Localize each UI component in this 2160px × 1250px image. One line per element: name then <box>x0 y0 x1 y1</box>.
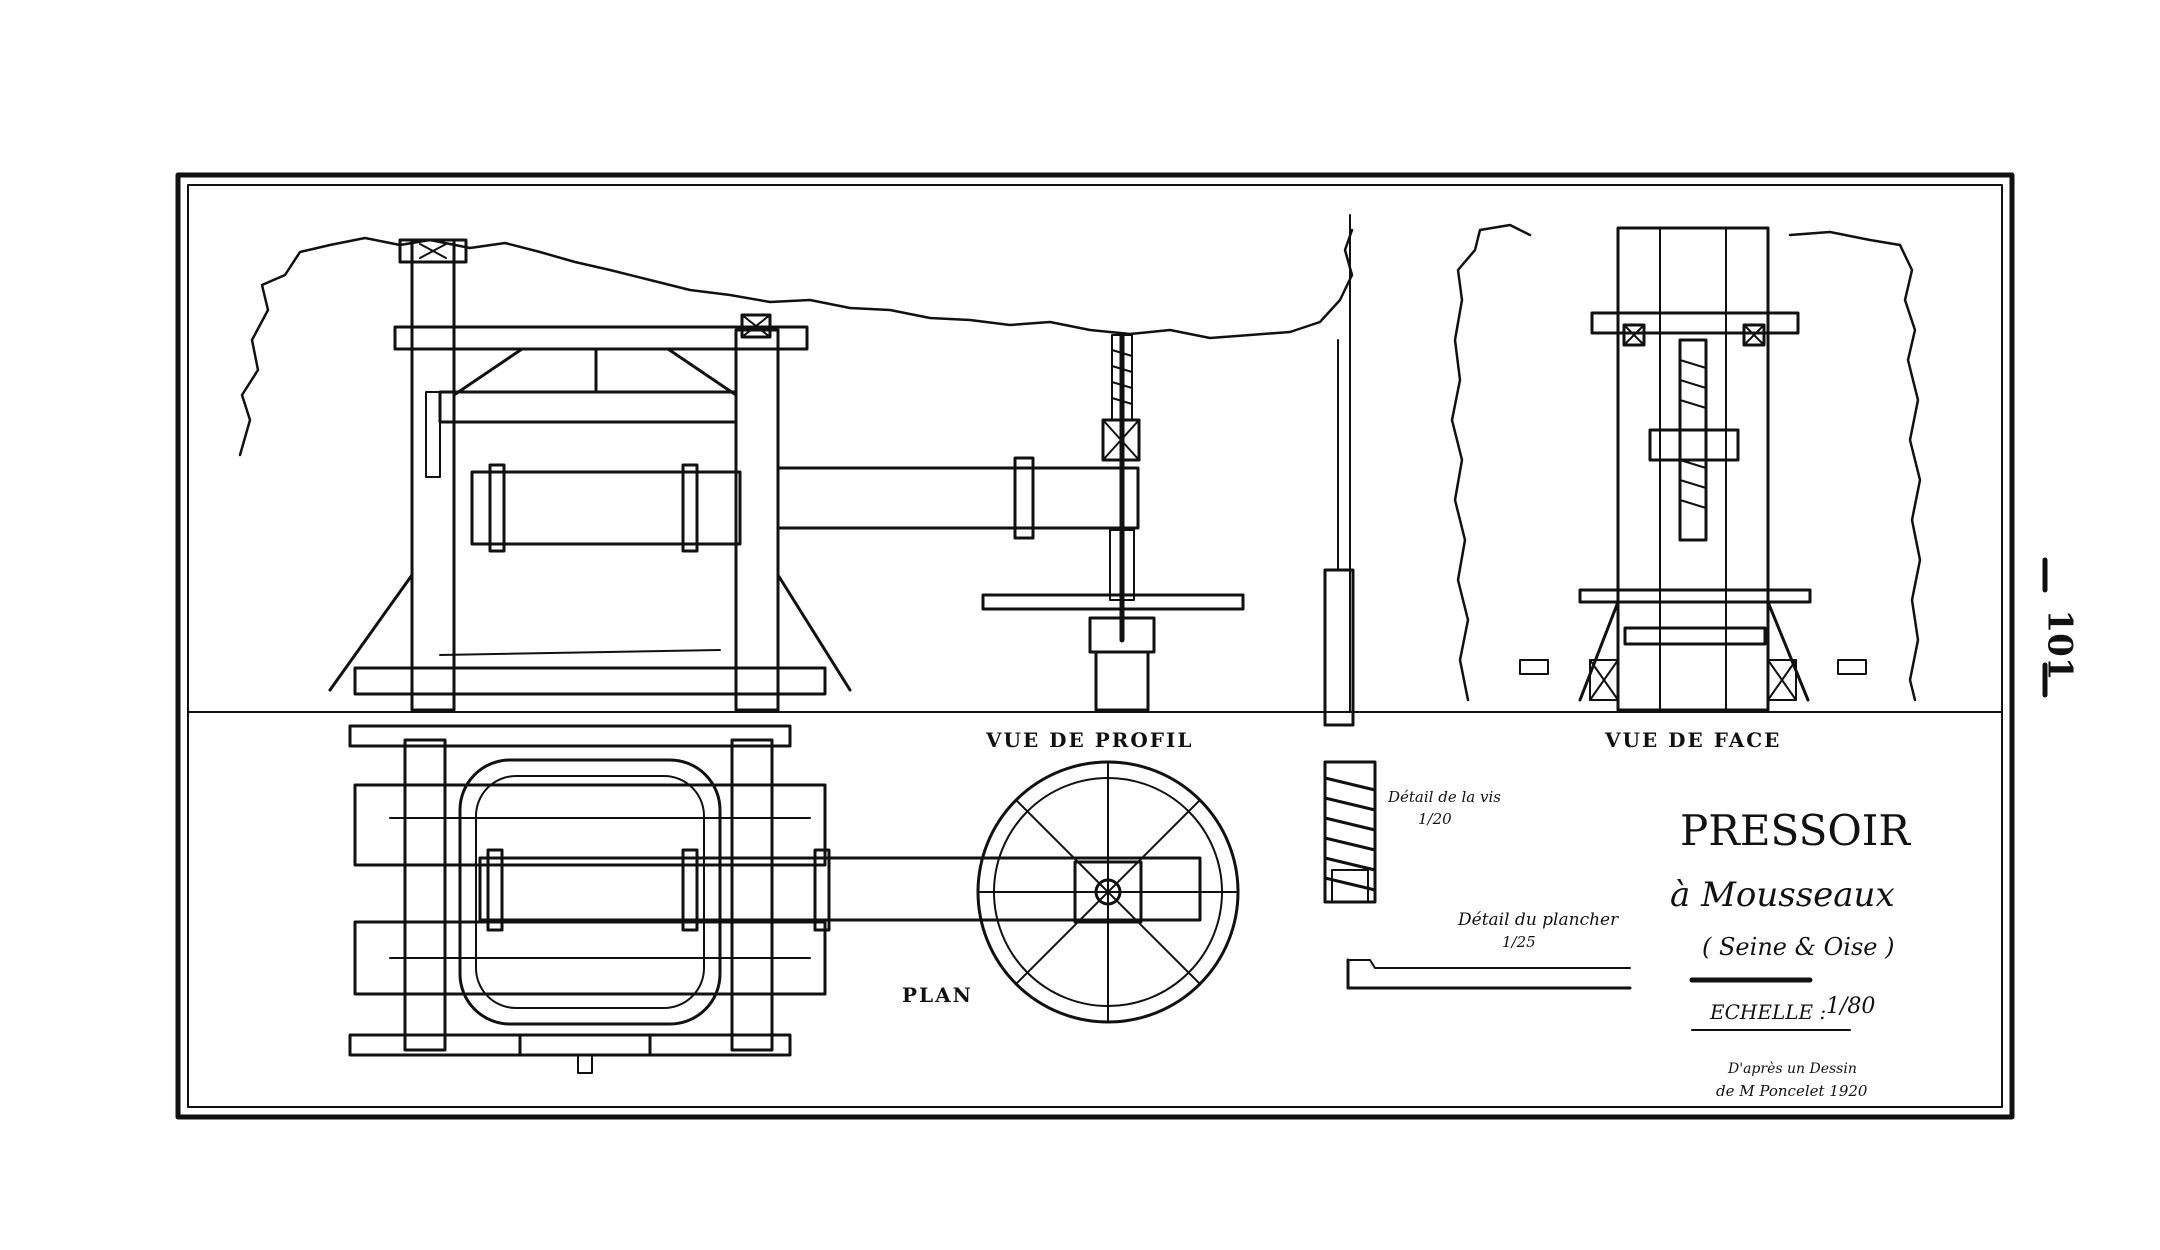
credit-line-2: de M Poncelet 1920 <box>1716 1082 1868 1100</box>
plan-view-drawing <box>348 724 1240 1074</box>
screw-detail-label: Détail de la vis <box>1388 788 1501 806</box>
screw-detail-scale: 1/20 <box>1418 810 1452 828</box>
scale-value: 1/80 <box>1826 994 1876 1019</box>
screw-detail-drawing <box>1323 760 1377 904</box>
side-view-label: VUE DE PROFIL <box>986 728 1194 752</box>
torn-edges <box>238 223 1922 702</box>
front-view-label: VUE DE FACE <box>1605 728 1782 752</box>
floor-detail-drawing <box>1346 958 1632 990</box>
side-view-drawing <box>328 238 1355 727</box>
credit-line-1: D'après un Dessin <box>1728 1061 1857 1077</box>
drawing-title: PRESSOIR <box>1680 806 1910 855</box>
plan-label: PLAN <box>902 983 973 1007</box>
drawing-subtitle: à Mousseaux <box>1670 875 1895 915</box>
drawing-department: ( Seine & Oise ) <box>1702 933 1895 961</box>
floor-detail-label: Détail du plancher <box>1458 910 1619 930</box>
page-number: 101 <box>2039 609 2080 681</box>
floor-detail-scale: 1/25 <box>1502 933 1536 951</box>
front-view-drawing <box>1519 226 1867 712</box>
scale-label: ECHELLE : <box>1710 1000 1827 1024</box>
plate-frame <box>175 172 2015 1120</box>
